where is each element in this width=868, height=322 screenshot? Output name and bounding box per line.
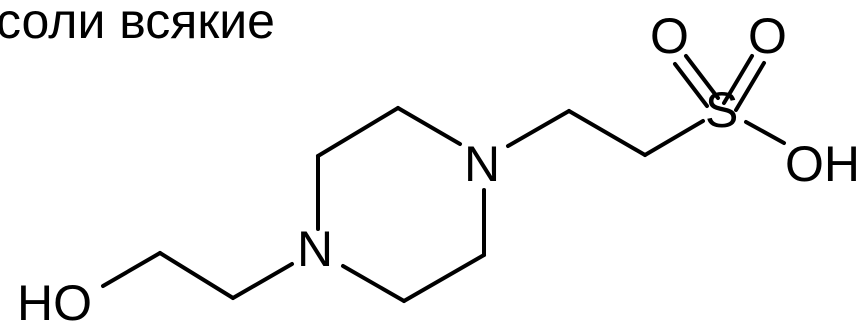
bond-ring-top-n-right — [396, 106, 462, 146]
bond-c4-s — [643, 119, 705, 157]
atom-label-oxygen-top-right: O — [748, 8, 787, 64]
bond-lines — [101, 54, 786, 303]
bond-c2-n-left — [231, 262, 294, 300]
atom-label-nitrogen-left: N — [297, 221, 333, 277]
atom-label-hydroxyl: HO — [17, 275, 92, 322]
atom-label-sulfur: S — [705, 82, 738, 138]
bond-c3-c4 — [567, 109, 647, 157]
bond-c1-c2 — [158, 251, 235, 300]
bond-n-right-c3 — [506, 109, 571, 148]
bond-ho-c1 — [101, 251, 162, 288]
bond-s-o-right-a — [722, 54, 754, 105]
bond-s-oh — [744, 120, 786, 145]
atom-label-nitrogen-right: N — [464, 136, 500, 192]
atom-label-sulfonic-hydroxyl: OH — [785, 136, 860, 192]
bond-s-o-left-a — [684, 54, 720, 100]
bond-ring-bottom-n-left — [341, 264, 406, 303]
bond-ring-bottom-right-ring-bottom — [402, 253, 486, 303]
caption-text: соли всякие — [0, 0, 275, 49]
atom-label-oxygen-top-left: O — [650, 8, 689, 64]
bond-s-o-left-b — [673, 62, 709, 108]
bond-s-o-right-b — [734, 61, 766, 112]
bond-ring-top-left-ring-top — [316, 106, 400, 158]
